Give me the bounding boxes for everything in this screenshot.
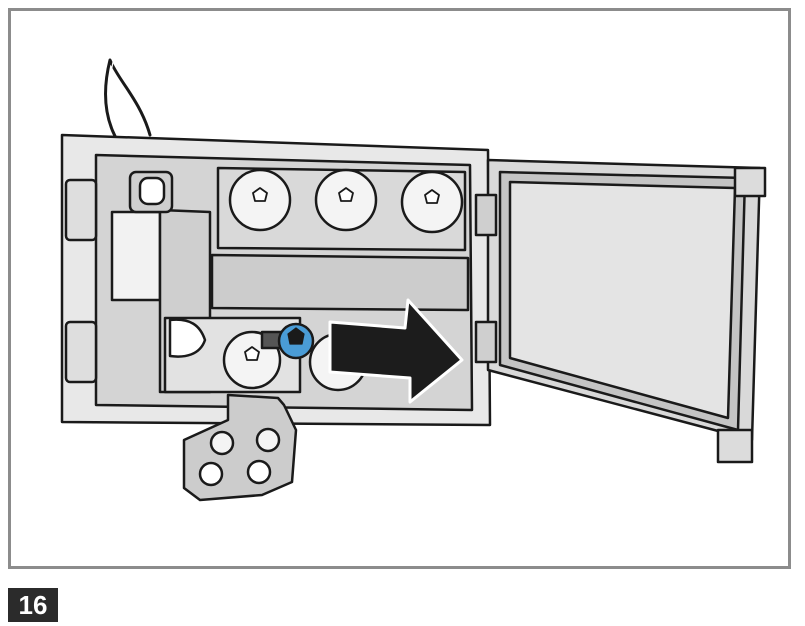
- hinge-bracket-icon: [182, 393, 298, 502]
- hinged-door-icon: [474, 158, 767, 464]
- housing-icon: [60, 133, 492, 427]
- fastener-screw-icon: [260, 322, 315, 360]
- step-number-badge: 16: [8, 588, 58, 622]
- removal-arrow-icon: [328, 298, 464, 404]
